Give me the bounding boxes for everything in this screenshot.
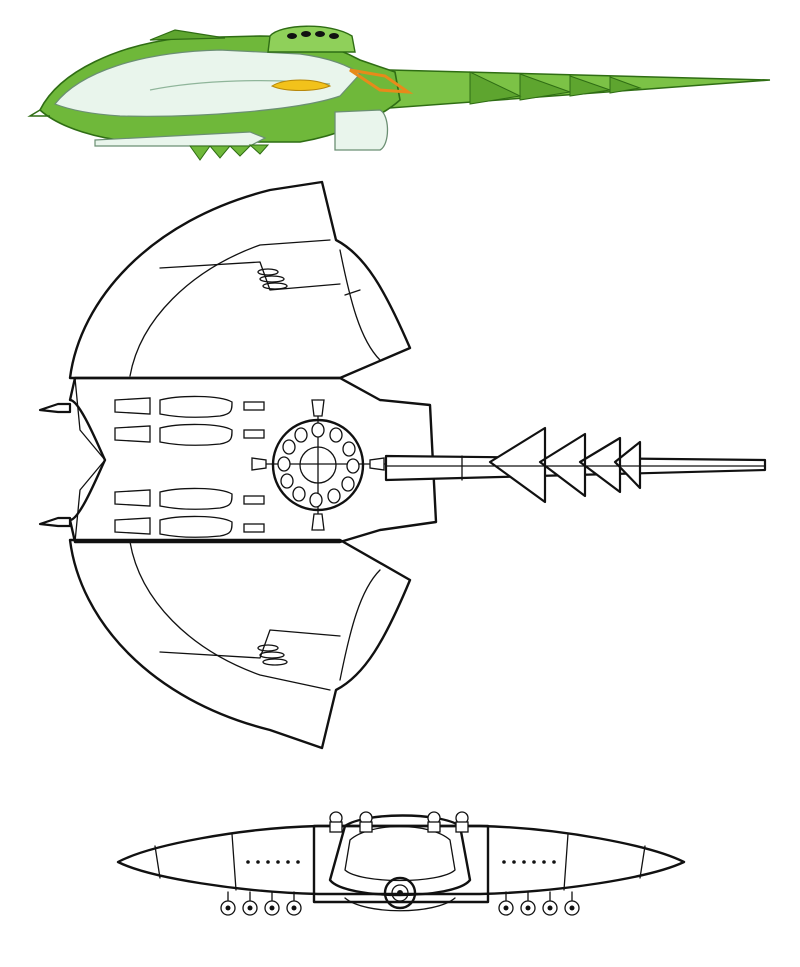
side-fins-under <box>189 144 270 161</box>
front-wing-dots <box>246 860 556 864</box>
side-engine-pod <box>334 109 389 151</box>
top-upper-wing <box>68 180 412 380</box>
front-under-pods <box>220 891 580 916</box>
top-view <box>0 170 800 770</box>
side-canopy <box>54 49 361 117</box>
front-hull <box>328 814 472 897</box>
top-nose-prong-lower <box>38 516 72 528</box>
top-nose-prong-upper <box>38 402 72 414</box>
top-lower-wing <box>68 538 412 750</box>
side-top-fin <box>149 29 226 41</box>
front-wings <box>116 824 686 896</box>
side-view-drawing <box>27 25 771 161</box>
side-tail-fins <box>469 71 642 105</box>
top-central-body <box>68 376 438 544</box>
front-view-drawing <box>116 811 686 916</box>
front-view <box>0 790 800 967</box>
top-wing-vents <box>257 268 288 666</box>
top-tail-fins <box>488 426 642 504</box>
top-turret <box>251 399 386 531</box>
top-view-drawing <box>38 180 767 750</box>
side-accent-orange <box>349 68 414 94</box>
side-dome <box>267 25 356 53</box>
front-cannon <box>383 876 417 910</box>
side-missile <box>94 131 267 147</box>
side-nose-probe <box>27 109 50 117</box>
top-missile-bays <box>114 395 265 538</box>
side-view <box>0 0 800 170</box>
side-accent-yellow <box>270 79 332 91</box>
front-top-turrets <box>329 811 469 833</box>
